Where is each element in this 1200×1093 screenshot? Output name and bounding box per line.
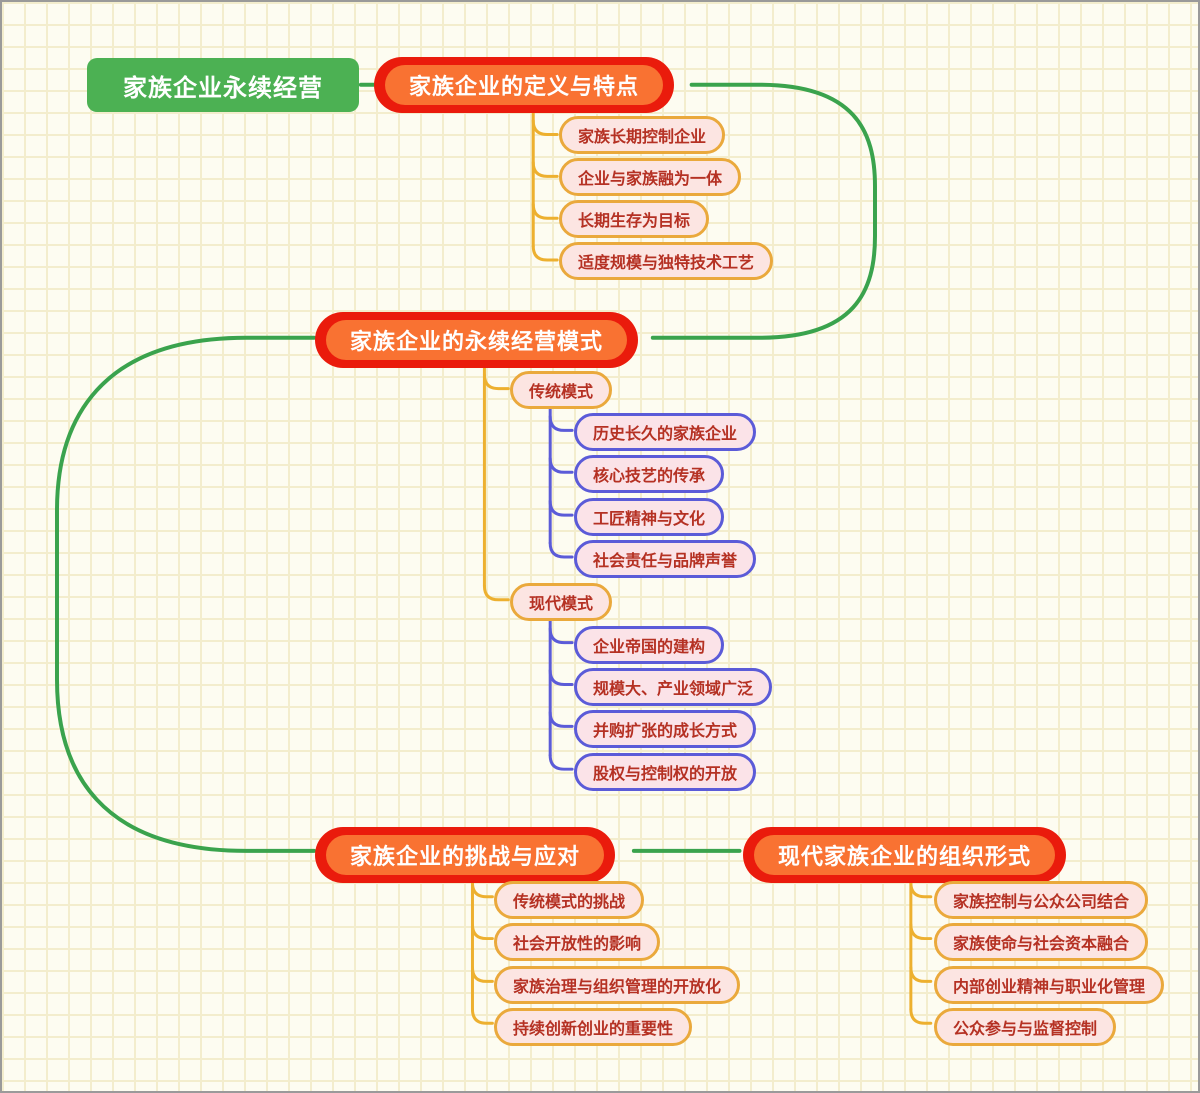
leaf-node[interactable]: 内部创业精神与职业化管理	[934, 966, 1165, 1004]
leaf-node[interactable]: 社会责任与品牌声誉	[574, 540, 757, 578]
topic-node-definition[interactable]: 家族企业的定义与特点	[374, 57, 675, 113]
leaf-node[interactable]: 并购扩张的成长方式	[574, 710, 757, 748]
leaf-node[interactable]: 规模大、产业领域广泛	[574, 668, 773, 706]
root-node[interactable]: 家族企业永续经营	[87, 58, 359, 112]
leaf-node[interactable]: 家族治理与组织管理的开放化	[494, 966, 741, 1004]
leaf-node[interactable]: 传统模式的挑战	[494, 881, 645, 919]
topic-label: 家族企业的永续经营模式	[326, 320, 628, 360]
topic-node-models[interactable]: 家族企业的永续经营模式	[315, 312, 639, 368]
link-topic2-to-topic3	[55, 335, 317, 853]
leaf-node[interactable]: 家族控制与公众公司结合	[934, 881, 1149, 919]
leaf-node[interactable]: 家族使命与社会资本融合	[934, 923, 1149, 961]
topic-node-challenges[interactable]: 家族企业的挑战与应对	[315, 827, 616, 883]
leaf-node[interactable]: 核心技艺的传承	[574, 455, 725, 493]
leaf-node[interactable]: 股权与控制权的开放	[574, 753, 757, 791]
leaf-node[interactable]: 企业与家族融为一体	[559, 158, 742, 196]
leaf-node[interactable]: 社会开放性的影响	[494, 923, 661, 961]
leaf-node[interactable]: 家族长期控制企业	[559, 116, 726, 154]
topic-label: 现代家族企业的组织形式	[754, 835, 1056, 875]
topic-label: 家族企业的定义与特点	[385, 65, 664, 105]
leaf-node[interactable]: 持续创新创业的重要性	[494, 1008, 693, 1046]
topic-label: 家族企业的挑战与应对	[326, 835, 605, 875]
leaf-node[interactable]: 工匠精神与文化	[574, 498, 725, 536]
leaf-node[interactable]: 长期生存为目标	[559, 200, 710, 238]
topic-node-organization[interactable]: 现代家族企业的组织形式	[743, 827, 1067, 883]
leaf-node[interactable]: 公众参与与监督控制	[934, 1008, 1117, 1046]
leaf-node[interactable]: 历史长久的家族企业	[574, 413, 757, 451]
leaf-node[interactable]: 企业帝国的建构	[574, 626, 725, 664]
subtopic-node-traditional[interactable]: 传统模式	[510, 371, 613, 409]
subtopic-node-modern[interactable]: 现代模式	[510, 583, 613, 621]
leaf-node[interactable]: 适度规模与独特技术工艺	[559, 242, 774, 280]
